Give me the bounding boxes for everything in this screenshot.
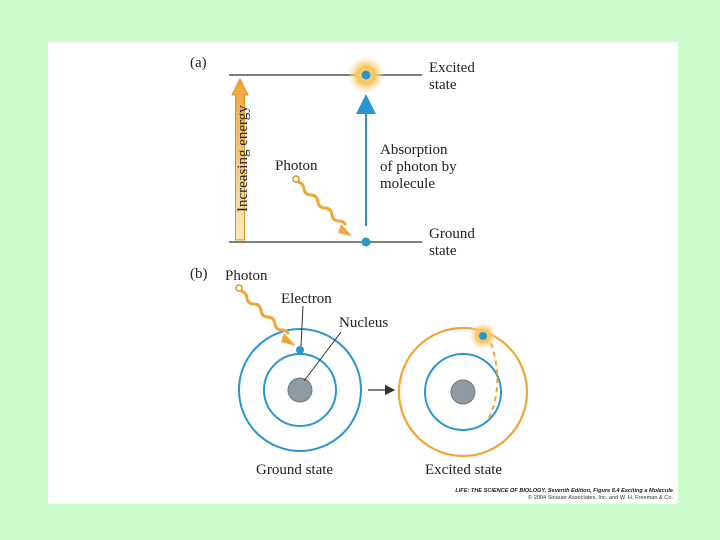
nucleus-icon — [287, 377, 313, 403]
excited-electron-icon-b — [479, 332, 487, 340]
credit-line-2: © 2004 Sinauer Associates, Inc. and W. H… — [528, 494, 673, 501]
panel-b-label: (b) — [190, 266, 208, 282]
absorption-line-2: of photon by — [380, 159, 457, 175]
nucleus-label: Nucleus — [339, 315, 388, 331]
ground-label-1: Ground — [429, 226, 475, 242]
increasing-energy-label: Increasing energy — [235, 105, 251, 212]
nucleus-leader — [303, 331, 342, 382]
absorption-line-3: molecule — [380, 176, 435, 192]
excited-electron-icon — [361, 70, 371, 80]
electron-leader — [300, 305, 304, 347]
absorption-line-1: Absorption — [380, 142, 448, 158]
increasing-energy-arrow — [231, 77, 249, 241]
excited-state-caption: Excited state — [425, 462, 502, 478]
ground-label-2: state — [429, 243, 457, 259]
photon-label-b: Photon — [225, 268, 268, 284]
excited-label-2: state — [429, 77, 457, 93]
credit-line-1: LIFE: THE SCIENCE OF BIOLOGY, Seventh Ed… — [455, 488, 673, 494]
nucleus-icon — [450, 379, 476, 405]
photon-label-a: Photon — [275, 158, 318, 174]
photon-wave-a — [292, 175, 352, 236]
ground-state-atom — [238, 328, 362, 452]
photon-wave-b — [235, 284, 296, 346]
electron-icon — [296, 346, 304, 354]
figure-panel — [48, 42, 678, 504]
electron-label: Electron — [281, 291, 332, 307]
excited-state-atom — [397, 322, 529, 458]
panel-a-label: (a) — [190, 55, 207, 71]
excited-label-1: Excited — [429, 60, 475, 76]
ground-electron-icon — [361, 237, 371, 247]
ground-state-caption: Ground state — [256, 462, 333, 478]
transition-path — [487, 342, 499, 421]
